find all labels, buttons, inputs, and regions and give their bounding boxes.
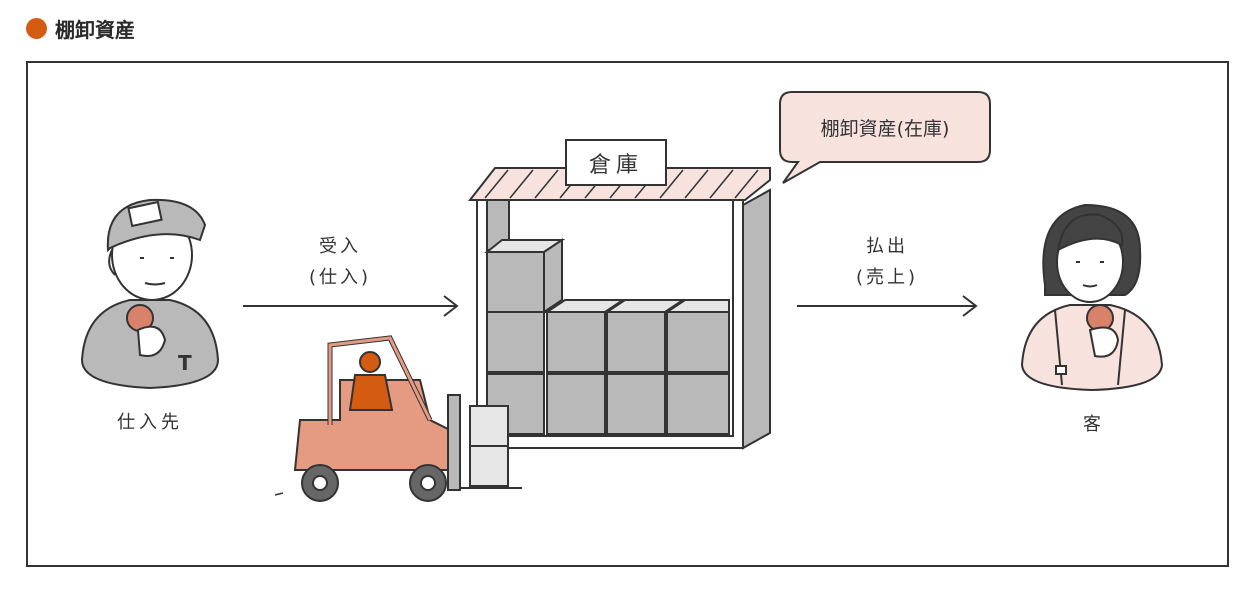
warehouse-illustration xyxy=(467,139,771,450)
inbound-label: 受入 xyxy=(319,236,361,257)
forklift-illustration xyxy=(274,335,522,502)
inbound-arrow-icon xyxy=(243,295,459,317)
outbound-arrow-icon xyxy=(797,295,978,317)
title-text: 棚卸資産 xyxy=(55,18,135,42)
section-title: 棚卸資産 xyxy=(26,14,135,43)
outbound-label: 払出 xyxy=(866,236,908,257)
inventory-speech-bubble: 棚卸資産(在庫) xyxy=(779,91,991,184)
supplier-label: 仕入先 xyxy=(117,412,183,433)
diagram-frame xyxy=(26,61,1229,567)
inbound-sublabel: (仕入) xyxy=(309,267,371,288)
bubble-text: 棚卸資産(在庫) xyxy=(821,118,950,140)
customer-illustration xyxy=(1020,203,1164,392)
bullet-dot-icon xyxy=(26,18,47,39)
customer-label: 客 xyxy=(1083,414,1101,435)
warehouse-sign xyxy=(565,139,667,186)
svg-text:T: T xyxy=(178,351,192,375)
outbound-sublabel: (売上) xyxy=(856,267,918,288)
warehouse-sign-text: 倉庫 xyxy=(589,153,643,178)
supplier-illustration: T xyxy=(80,198,220,390)
